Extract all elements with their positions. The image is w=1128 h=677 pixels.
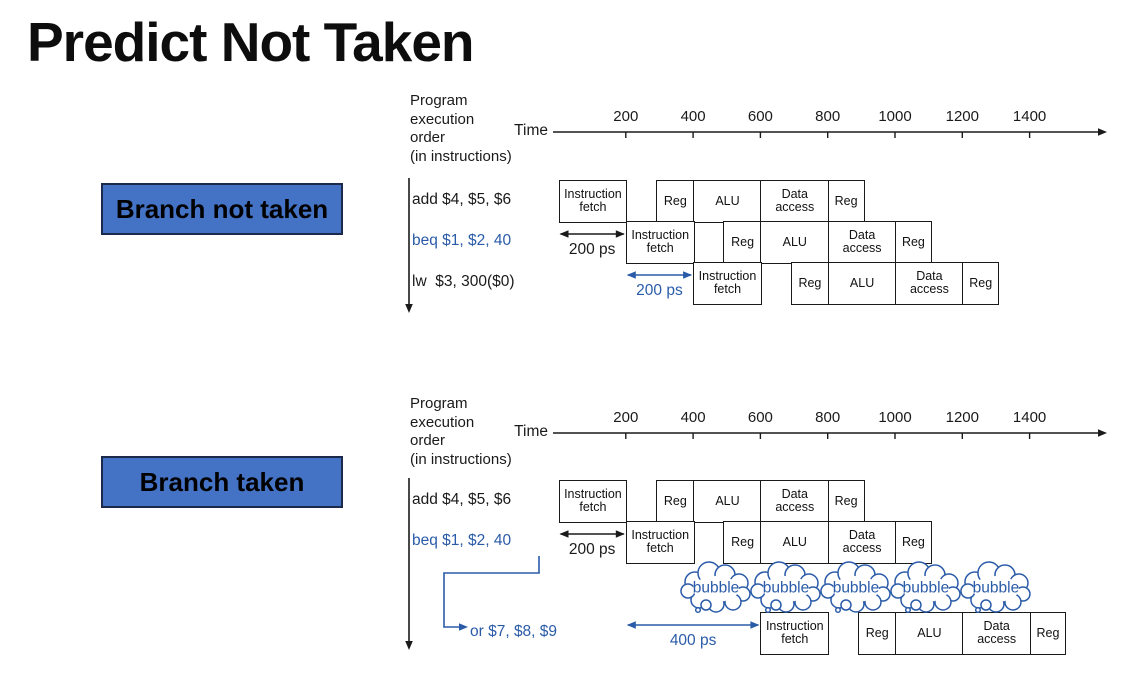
- stage-box-reg: Reg: [962, 262, 1000, 305]
- stage-box-reg: Reg: [895, 521, 932, 564]
- axis-tick-label: 1400: [1012, 409, 1047, 426]
- stage-box-data-access: Data access: [895, 262, 964, 305]
- bubble-label: bubble: [693, 580, 740, 597]
- delay-arrowhead-icon: [615, 230, 625, 238]
- instruction-label-add: add $4, $5, $6: [412, 191, 512, 208]
- instruction-label-or: or $7, $8, $9: [470, 623, 558, 640]
- program-order-label-branch-not-taken: Program execution order (in instructions…: [410, 92, 512, 165]
- stage-box-data-access: Data access: [760, 480, 830, 523]
- instruction-label-beq: beq $1, $2, 40: [412, 232, 512, 249]
- delay-label: 200 ps: [568, 541, 616, 558]
- delay-arrowhead-icon: [559, 230, 569, 238]
- instruction-label-add: add $4, $5, $6: [412, 491, 512, 508]
- program-order-arrowhead-icon: [405, 304, 413, 313]
- stage-box-instruction-fetch: Instruction fetch: [558, 480, 628, 523]
- axis-tick-label: 1200: [945, 108, 979, 125]
- stage-box-instruction-fetch: Instruction fetch: [625, 221, 695, 264]
- stage-box-reg: Reg: [656, 180, 695, 223]
- delay-arrowhead-icon: [559, 530, 569, 538]
- stage-box-reg: Reg: [827, 480, 865, 523]
- stage-box-reg: Reg: [857, 612, 897, 655]
- instruction-label-lw: lw $3, 300($0): [412, 273, 515, 290]
- time-axis-arrowhead-icon: [1098, 429, 1107, 437]
- time-axis-label-branch-taken: Time: [514, 423, 548, 440]
- stage-box-alu: ALU: [827, 262, 897, 305]
- delay-arrowhead-icon: [683, 271, 693, 279]
- axis-tick-label: 200: [613, 409, 639, 426]
- bubble-label: bubble: [763, 580, 810, 597]
- time-axis-label-branch-not-taken: Time: [514, 122, 548, 139]
- delay-arrowhead-icon: [750, 621, 760, 629]
- axis-tick-label: 200: [613, 108, 639, 125]
- axis-tick-label: 400: [680, 409, 706, 426]
- stage-box-reg: Reg: [656, 480, 695, 523]
- stage-box-reg: Reg: [723, 221, 762, 264]
- time-axis-arrowhead-icon: [1098, 128, 1107, 136]
- axis-tick-label: 800: [815, 108, 841, 125]
- stage-box-alu: ALU: [693, 180, 762, 223]
- stage-box-instruction-fetch: Instruction fetch: [558, 180, 628, 223]
- stage-box-instruction-fetch: Instruction fetch: [760, 612, 830, 655]
- stage-box-alu: ALU: [760, 221, 830, 264]
- stage-box-reg: Reg: [790, 262, 830, 305]
- delay-arrowhead-icon: [626, 271, 636, 279]
- stage-box-reg: Reg: [827, 180, 865, 223]
- stage-box-alu: ALU: [693, 480, 762, 523]
- stage-box-reg: Reg: [1029, 612, 1067, 655]
- stage-box-instruction-fetch: Instruction fetch: [693, 262, 762, 305]
- bubble-cloud: bubble: [890, 561, 961, 614]
- delay-label: 200 ps: [568, 241, 616, 258]
- stage-box-alu: ALU: [760, 521, 830, 564]
- stage-box-reg: Reg: [895, 221, 932, 264]
- axis-tick-label: 400: [680, 108, 706, 125]
- stage-box-data-access: Data access: [760, 180, 830, 223]
- delay-label: 200 ps: [636, 282, 683, 299]
- page-title: Predict Not Taken: [27, 11, 475, 73]
- program-order-arrowhead-icon: [405, 641, 413, 650]
- stage-box-data-access: Data access: [827, 221, 897, 264]
- bubble-label: bubble: [833, 580, 880, 597]
- axis-tick-label: 1200: [945, 409, 979, 426]
- delay-label: 400 ps: [669, 632, 717, 649]
- bubble-label: bubble: [973, 580, 1020, 597]
- axis-tick-label: 1400: [1012, 108, 1047, 125]
- bubble-cloud: bubble: [820, 561, 891, 614]
- bubble-cloud: bubble: [750, 561, 821, 614]
- axis-tick-label: 600: [747, 409, 773, 426]
- stage-box-data-access: Data access: [827, 521, 897, 564]
- axis-tick-label: 1000: [878, 409, 912, 426]
- axis-tick-label: 600: [747, 108, 773, 125]
- branch-redirect-arrow: [443, 556, 540, 628]
- bubble-label: bubble: [903, 580, 950, 597]
- delay-arrowhead-icon: [615, 530, 625, 538]
- axis-tick-label: 800: [815, 409, 841, 426]
- instruction-label-beq: beq $1, $2, 40: [412, 532, 512, 549]
- program-order-label-branch-taken: Program execution order (in instructions…: [410, 395, 512, 468]
- bubble-cloud: bubble: [960, 561, 1031, 614]
- banner-branch-not-taken: Branch not taken: [101, 183, 343, 235]
- banner-branch-taken: Branch taken: [101, 456, 343, 508]
- bubble-cloud: bubble: [680, 561, 751, 614]
- axis-tick-label: 1000: [878, 108, 912, 125]
- delay-arrowhead-icon: [626, 621, 636, 629]
- branch-redirect-arrowhead-icon: [459, 623, 468, 631]
- stage-box-data-access: Data access: [962, 612, 1032, 655]
- stage-box-instruction-fetch: Instruction fetch: [625, 521, 695, 564]
- stage-box-alu: ALU: [895, 612, 964, 655]
- stage-box-reg: Reg: [723, 521, 762, 564]
